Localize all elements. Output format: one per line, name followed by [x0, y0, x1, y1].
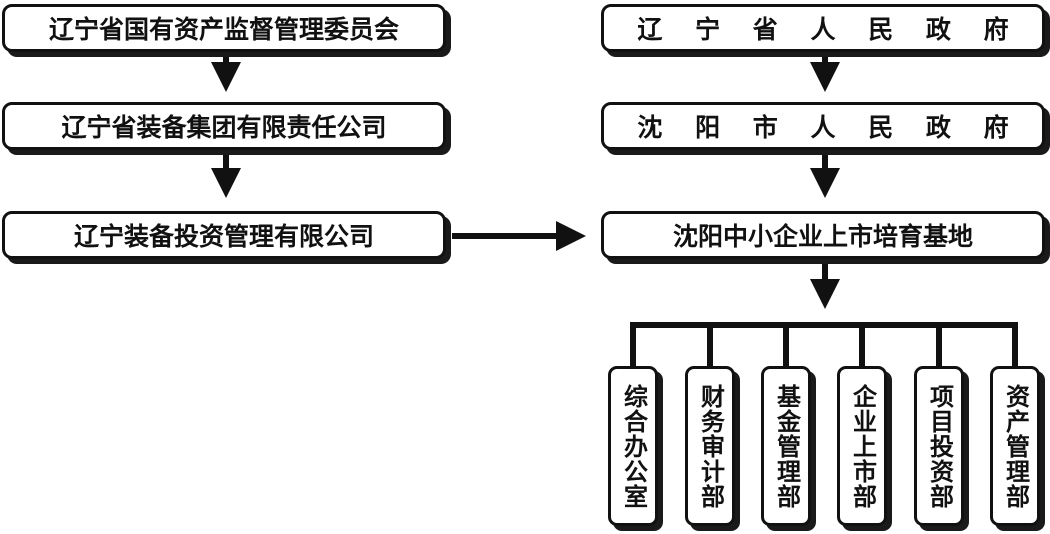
- node-liaoning-equipment-group: 辽宁省装备集团有限责任公司: [2, 102, 446, 150]
- node-liaoning-equipment-investment: 辽宁装备投资管理有限公司: [2, 211, 446, 259]
- dept-asset-management: 资产管理部: [990, 366, 1040, 526]
- node-shenyang-municipal-government: 沈 阳 市 人 民 政 府: [601, 102, 1045, 150]
- dept-fund-management: 基金管理部: [761, 366, 811, 526]
- dept-general-office: 综合办公室: [608, 366, 658, 526]
- dept-project-investment: 项目投资部: [914, 366, 964, 526]
- dept-enterprise-listing: 企业上市部: [837, 366, 887, 526]
- dept-finance-audit: 财务审计部: [685, 366, 735, 526]
- node-shenyang-sme-listing-base: 沈阳中小企业上市培育基地: [601, 211, 1045, 259]
- node-liaoning-provincial-government: 辽 宁 省 人 民 政 府: [601, 4, 1045, 52]
- node-liaoning-sasac: 辽宁省国有资产监督管理委员会: [2, 4, 446, 52]
